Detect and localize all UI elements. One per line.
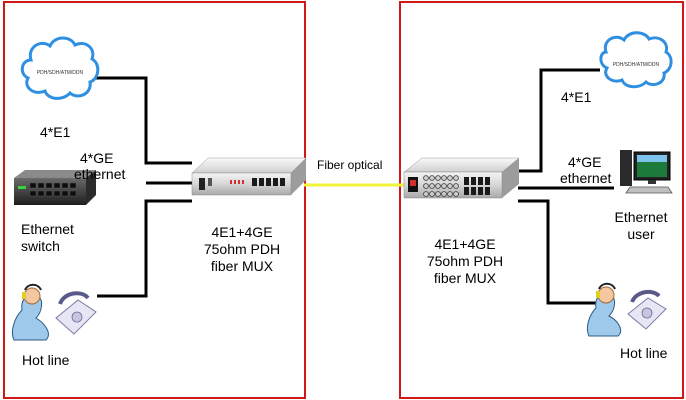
left-hotline-label: Hot line — [22, 352, 70, 368]
right-cables — [518, 68, 614, 305]
left-e1-cable — [92, 76, 192, 165]
left-mux-line3: fiber MUX — [210, 258, 274, 274]
right-hotline-cable — [518, 199, 600, 305]
right-mux-line3: fiber MUX — [433, 270, 497, 286]
fiber-mux-device-icon — [403, 157, 520, 199]
right-ge-label: 4*GE ethernet — [560, 154, 611, 186]
cloud-icon — [20, 36, 100, 100]
left-mux-label: 4E1+4GE 75ohm PDH fiber MUX — [192, 224, 292, 275]
cloud-icon — [599, 31, 673, 89]
left-cables — [92, 76, 192, 298]
right-e1-cable — [518, 68, 600, 173]
right-e1-label: 4*E1 — [561, 89, 592, 105]
telephone-icon — [586, 282, 667, 337]
left-e1-label: 4*E1 — [40, 124, 71, 140]
fiber-label: Fiber optical — [317, 158, 383, 172]
left-mux-line2: 75ohm PDH — [203, 241, 281, 257]
left-ge-label-line2: ethernet — [74, 166, 126, 182]
ethernet-user-line2: user — [627, 226, 655, 242]
right-ge-label-line2: ethernet — [560, 170, 612, 186]
right-mux-line1: 4E1+4GE — [434, 236, 496, 252]
left-ge-label-line1: 4*GE — [80, 150, 114, 166]
ethernet-user-line1: Ethernet — [614, 209, 668, 225]
left-mux-line1: 4E1+4GE — [211, 224, 273, 240]
right-mux-label: 4E1+4GE 75ohm PDH fiber MUX — [415, 236, 515, 287]
desktop-computer-icon — [620, 150, 673, 194]
right-hotline-label: Hot line — [620, 345, 668, 361]
right-ge-label-line1: 4*GE — [568, 154, 602, 170]
left-hotline-cable — [97, 199, 192, 298]
left-ge-label: 4*GE ethernet — [74, 150, 125, 182]
switch-label-line1: Ethernet — [21, 221, 74, 237]
right-mux-line2: 75ohm PDH — [426, 253, 504, 269]
left-cloud-text: PDH/SDH/ATM/DDN — [37, 70, 84, 76]
right-cloud-text: PDH/SDH/ATM/DDN — [613, 62, 660, 68]
fiber-mux-device-icon — [191, 157, 307, 196]
ethernet-user-label: Ethernet user — [606, 209, 676, 243]
telephone-icon — [11, 283, 97, 341]
switch-label: Ethernet switch — [21, 221, 74, 255]
ethernet-switch-icon — [14, 170, 96, 205]
switch-label-line2: switch — [21, 238, 60, 254]
